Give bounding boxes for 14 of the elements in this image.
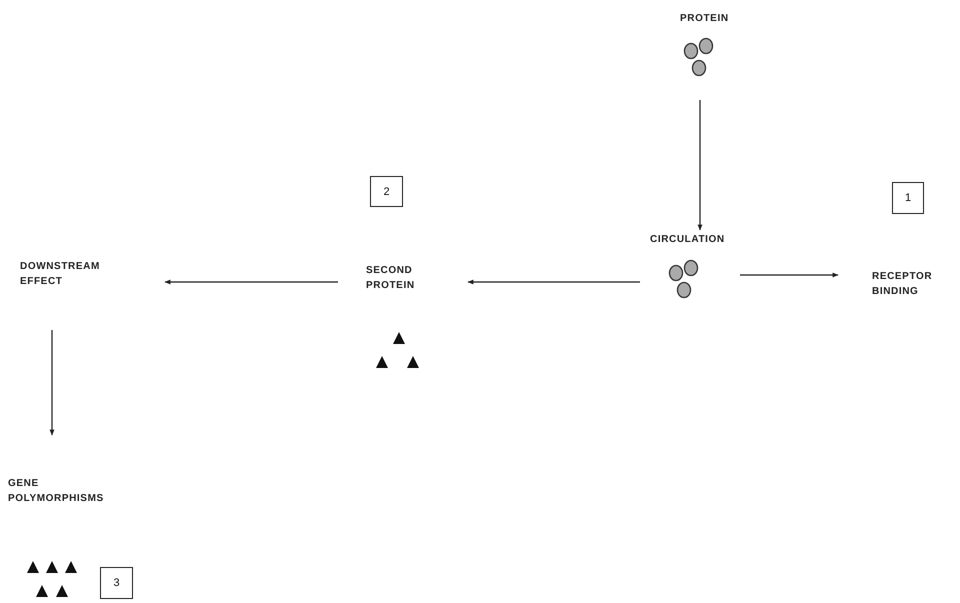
step-number-box: 2 <box>370 176 403 207</box>
stage-label: GENE POLYMORPHISMS <box>8 477 105 506</box>
step-number-box: 1 <box>892 182 924 214</box>
arrow <box>698 100 702 231</box>
arrow <box>740 272 839 278</box>
arrow <box>467 280 640 284</box>
stage-label: CIRCULATION <box>650 233 726 247</box>
stage-label: PROTEIN <box>680 12 730 26</box>
arrow <box>50 330 54 436</box>
stage-label: DOWNSTREAM EFFECT <box>20 260 101 289</box>
stage-label: SECOND PROTEIN <box>366 264 416 293</box>
stage-label: RECEPTOR BINDING <box>872 270 934 299</box>
arrow <box>164 280 338 284</box>
step-number-box: 3 <box>100 567 133 599</box>
